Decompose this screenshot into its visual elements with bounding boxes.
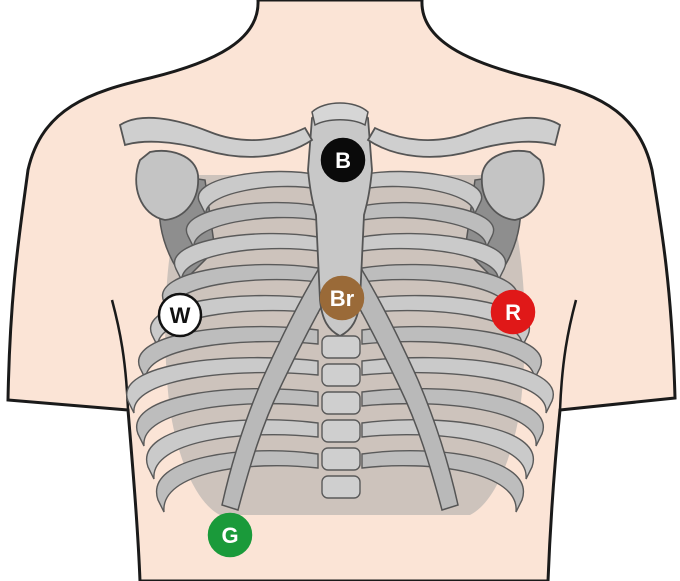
electrode-Br-label: Br (330, 286, 355, 311)
electrode-W-label: W (170, 303, 191, 328)
electrode-B: B (322, 139, 364, 181)
vertebra-2 (322, 364, 360, 386)
electrode-G-label: G (221, 523, 238, 548)
electrode-W: W (159, 294, 201, 336)
electrode-B-label: B (335, 148, 351, 173)
vertebra-1 (322, 336, 360, 358)
vertebra-6 (322, 476, 360, 498)
vertebra-5 (322, 448, 360, 470)
electrode-G: G (209, 514, 251, 556)
vertebra-4 (322, 420, 360, 442)
vertebra-3 (322, 392, 360, 414)
electrode-Br: Br (321, 277, 363, 319)
electrode-R: R (492, 291, 534, 333)
electrode-R-label: R (505, 300, 521, 325)
